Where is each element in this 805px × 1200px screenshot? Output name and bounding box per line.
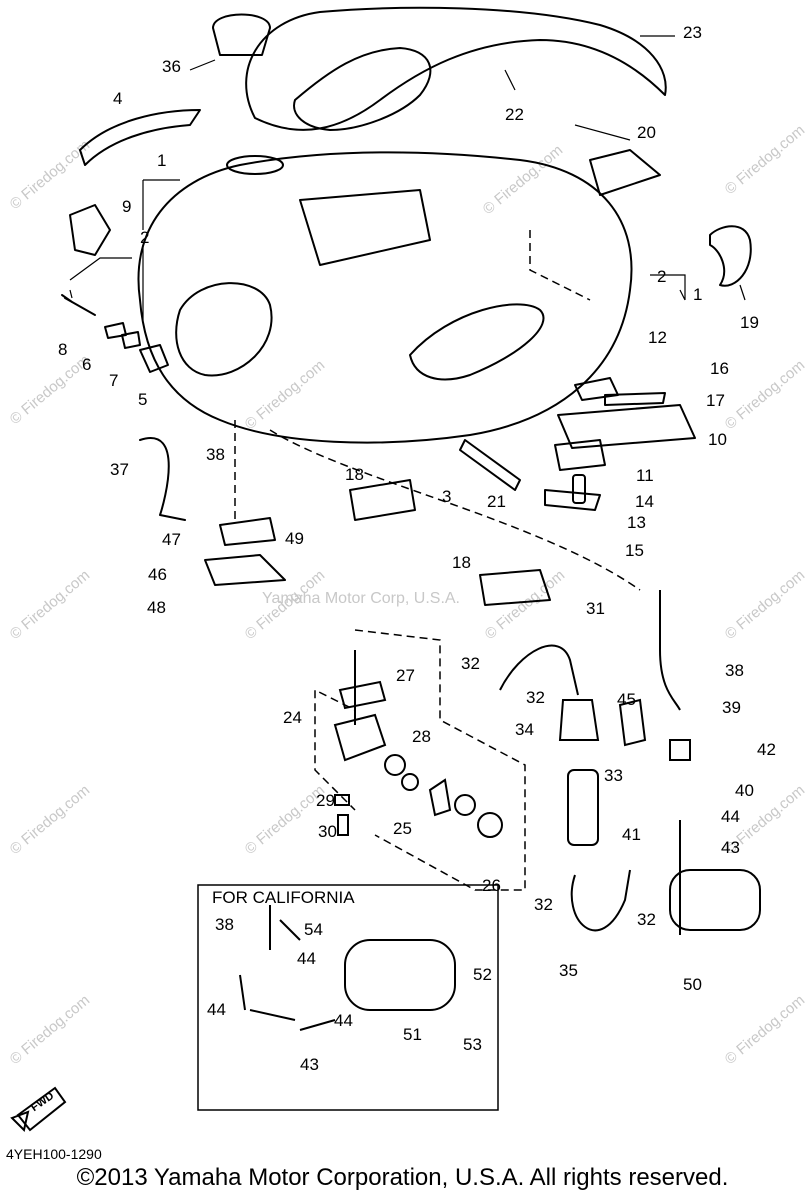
watermark: © Firedog.com <box>722 992 805 1068</box>
callout-number-54: 54 <box>304 920 323 939</box>
tank-assembly <box>61 6 752 606</box>
callout-number-52: 52 <box>473 965 492 984</box>
callout-number-46: 46 <box>148 565 167 584</box>
callout-number-26: 26 <box>482 876 501 895</box>
callout-number-38: 38 <box>215 915 234 934</box>
callout-number-5: 5 <box>138 390 147 409</box>
callout-number-14: 14 <box>635 492 654 511</box>
callout-number-2: 2 <box>140 228 149 247</box>
watermark: © Firedog.com <box>480 142 566 218</box>
callout-number-10: 10 <box>708 430 727 449</box>
callout-number-12: 12 <box>648 328 667 347</box>
callout-number-27: 27 <box>396 666 415 685</box>
callout-number-31: 31 <box>586 599 605 618</box>
callout-number-4: 4 <box>113 89 122 108</box>
callout-number-32: 32 <box>461 654 480 673</box>
callout-number-49: 49 <box>285 529 304 548</box>
watermark: © Firedog.com <box>722 122 805 198</box>
callout-number-17: 17 <box>706 391 725 410</box>
callout-number-19: 19 <box>740 313 759 332</box>
copyright-notice: ©2013 Yamaha Motor Corporation, U.S.A. A… <box>76 1164 729 1191</box>
callout-number-30: 30 <box>318 822 337 841</box>
callout-number-44: 44 <box>334 1011 353 1030</box>
callout-number-22: 22 <box>505 105 524 124</box>
callout-number-18: 18 <box>452 553 471 572</box>
watermark-corp: Yamaha Motor Corp, U.S.A. <box>262 590 460 607</box>
callout-number-37: 37 <box>110 460 129 479</box>
callout-number-28: 28 <box>412 727 431 746</box>
callout-number-48: 48 <box>147 598 166 617</box>
callout-number-32: 32 <box>534 895 553 914</box>
watermark: © Firedog.com <box>7 992 93 1068</box>
callout-number-15: 15 <box>625 541 644 560</box>
dashed-leaders <box>234 230 641 891</box>
callout-number-38: 38 <box>206 445 225 464</box>
callout-number-1: 1 <box>693 285 702 304</box>
watermark: © Firedog.com <box>242 357 328 433</box>
callout-number-6: 6 <box>82 355 91 374</box>
fuel-system <box>10 590 761 1132</box>
callout-number-9: 9 <box>122 197 131 216</box>
callout-number-41: 41 <box>622 825 641 844</box>
callout-number-45: 45 <box>617 690 636 709</box>
callout-number-8: 8 <box>58 340 67 359</box>
callout-number-44: 44 <box>297 949 316 968</box>
callout-number-43: 43 <box>300 1055 319 1074</box>
callout-number-13: 13 <box>627 513 646 532</box>
callout-number-32: 32 <box>637 910 656 929</box>
callout-number-21: 21 <box>487 492 506 511</box>
california-box <box>197 884 499 1111</box>
callout-number-38: 38 <box>725 661 744 680</box>
callout-number-47: 47 <box>162 530 181 549</box>
callout-number-44: 44 <box>721 807 740 826</box>
callout-number-34: 34 <box>515 720 534 739</box>
callout-number-2: 2 <box>657 267 666 286</box>
callout-number-32: 32 <box>526 688 545 707</box>
callout-number-25: 25 <box>393 819 412 838</box>
callout-number-1: 1 <box>157 151 166 170</box>
watermark: © Firedog.com <box>722 357 805 433</box>
callout-number-7: 7 <box>109 371 118 390</box>
callout-number-42: 42 <box>757 740 776 759</box>
callout-number-44: 44 <box>207 1000 226 1019</box>
callout-number-11: 11 <box>636 466 654 485</box>
watermark: © Firedog.com <box>7 567 93 643</box>
watermark: © Firedog.com <box>7 782 93 858</box>
watermark: © Firedog.com <box>722 567 805 643</box>
leader-lines <box>69 35 746 320</box>
callout-number-20: 20 <box>637 123 656 142</box>
callout-number-29: 29 <box>316 791 335 810</box>
callout-number-51: 51 <box>403 1025 422 1044</box>
callout-number-36: 36 <box>162 57 181 76</box>
callout-number-53: 53 <box>463 1035 482 1054</box>
watermark: © Firedog.com <box>7 352 93 428</box>
callout-number-40: 40 <box>735 781 754 800</box>
callout-number-50: 50 <box>683 975 702 994</box>
california-box-title: FOR CALIFORNIA <box>212 888 355 907</box>
callout-number-43: 43 <box>721 838 740 857</box>
watermark: © Firedog.com <box>7 137 93 213</box>
callout-number-39: 39 <box>722 698 741 717</box>
callout-number-18: 18 <box>345 465 364 484</box>
callout-number-33: 33 <box>604 766 623 785</box>
watermarks: © Firedog.com © Firedog.com © Firedog.co… <box>7 122 805 1068</box>
diagram-code: 4YEH100-1290 <box>6 1146 102 1162</box>
callout-number-group: 1122345678910111213141516171818192021222… <box>58 23 776 1074</box>
callout-number-16: 16 <box>710 359 729 378</box>
callout-number-23: 23 <box>683 23 702 42</box>
callout-number-3: 3 <box>442 487 451 506</box>
callout-number-24: 24 <box>283 708 302 727</box>
callout-number-35: 35 <box>559 961 578 980</box>
